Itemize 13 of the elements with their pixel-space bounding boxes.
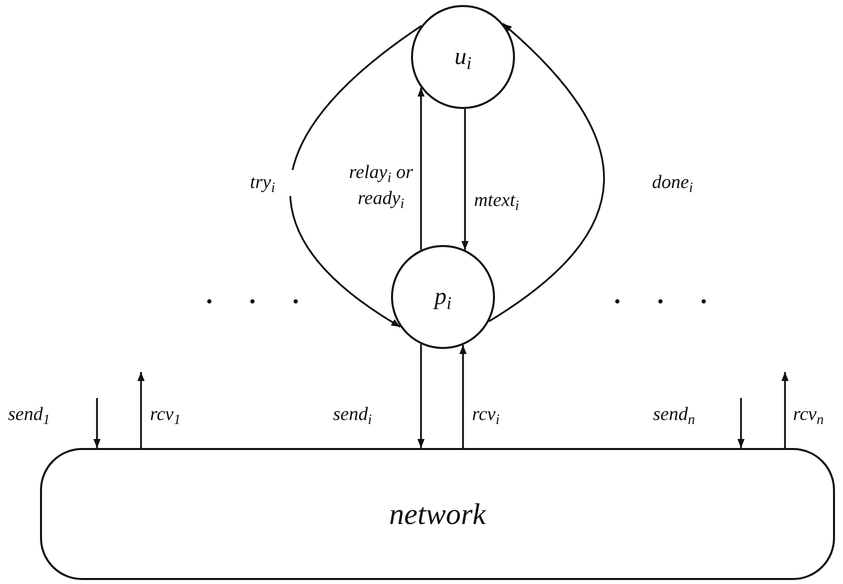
arrow [137,372,145,448]
ellipsis-dots: · · · [613,286,722,318]
arrow [488,22,605,322]
arrow [461,108,469,250]
arrow [417,88,425,250]
arrow [737,398,745,448]
arrow [289,24,422,328]
network-box: network [40,448,835,580]
ellipsis-dots: · · · [205,286,314,318]
arrow [781,372,789,448]
arrow [93,398,101,448]
arrow [459,345,467,448]
arrow [417,344,425,448]
